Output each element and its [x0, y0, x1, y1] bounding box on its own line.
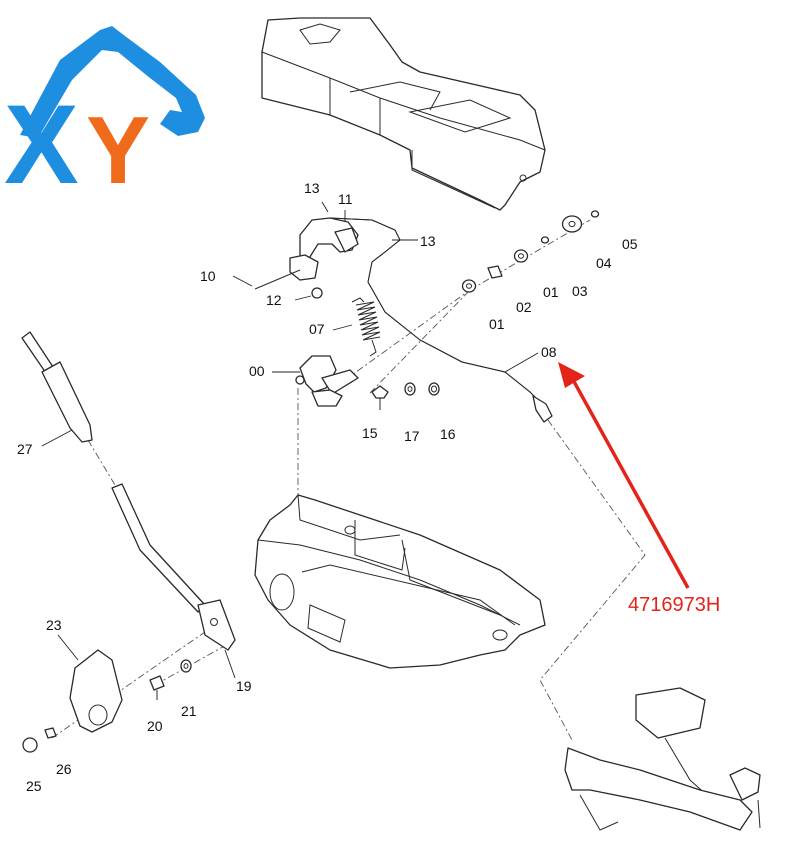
knob-and-fasteners — [22, 649, 192, 753]
console-cover — [261, 17, 546, 211]
callout-23: 23 — [46, 617, 62, 633]
lever-assembly — [295, 355, 359, 407]
leader-lines — [41, 201, 539, 679]
callout-27: 27 — [17, 441, 33, 457]
callout-17: 17 — [404, 428, 420, 444]
callout-25: 25 — [26, 778, 42, 794]
callout-01-lower: 01 — [489, 316, 505, 332]
callout-26: 26 — [56, 761, 72, 777]
callout-05: 05 — [622, 236, 638, 252]
callout-16: 16 — [440, 426, 456, 442]
callout-08: 08 — [541, 344, 557, 360]
callout-02: 02 — [516, 299, 532, 315]
callout-11: 11 — [338, 191, 353, 207]
callout-19: 19 — [236, 678, 252, 694]
callout-12: 12 — [266, 292, 282, 308]
hardware — [371, 210, 600, 410]
callout-labels: 13 11 13 10 12 07 00 15 17 16 08 01 02 0… — [17, 180, 638, 794]
part-pointer-arrow — [558, 362, 690, 589]
spring — [351, 297, 381, 357]
callout-10: 10 — [200, 268, 216, 284]
logo-letter-x: X — [4, 82, 79, 207]
throttle-bracket — [254, 217, 359, 299]
lower-housing — [254, 494, 546, 669]
callout-01-upper: 01 — [543, 284, 559, 300]
callout-15: 15 — [362, 425, 378, 441]
logo-letter-y: Y — [86, 97, 150, 204]
callout-21: 21 — [181, 703, 197, 719]
lower-cable-bracket — [564, 687, 761, 831]
excavator-arm-icon — [20, 26, 205, 138]
callout-03: 03 — [572, 283, 588, 299]
pedal-assembly — [21, 331, 236, 651]
callout-04: 04 — [596, 255, 612, 271]
highlighted-part-number: 4716973H — [628, 594, 720, 616]
callout-13-right: 13 — [420, 233, 436, 249]
callout-20: 20 — [147, 718, 163, 734]
company-logo: X Y — [4, 26, 205, 207]
callout-00: 00 — [249, 363, 265, 379]
callout-07: 07 — [309, 321, 325, 337]
callout-13-top: 13 — [304, 180, 320, 196]
